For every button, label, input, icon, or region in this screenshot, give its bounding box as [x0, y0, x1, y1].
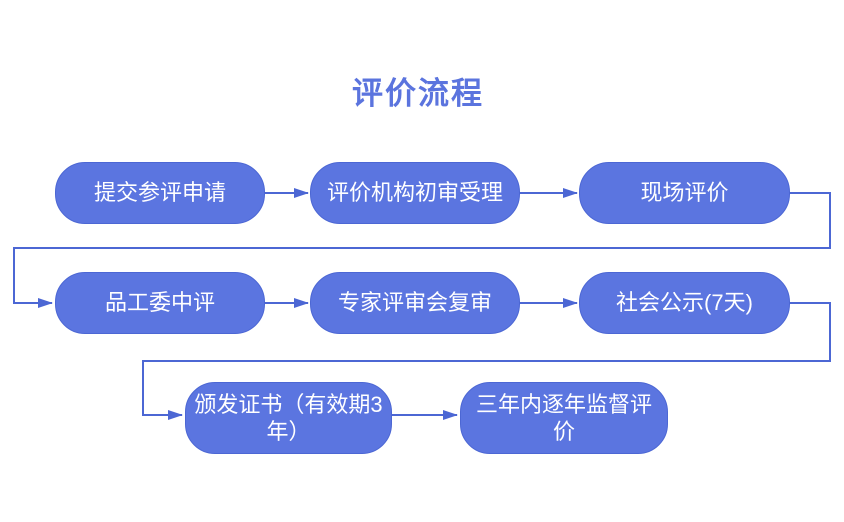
diagram-title: 评价流程 — [352, 76, 484, 111]
node-label: 三年内逐年监督评价 — [475, 391, 652, 445]
node-label: 社会公示(7天) — [616, 290, 753, 316]
node-label: 专家评审会复审 — [337, 290, 492, 316]
node-label: 提交参评申请 — [93, 180, 226, 206]
connector-onsite-to-mid-review — [13, 192, 831, 308]
flow-node-expert-panel-review: 专家评审会复审 — [310, 272, 520, 334]
node-label: 现场评价 — [640, 180, 729, 206]
flow-node-public-notice: 社会公示(7天) — [579, 272, 790, 334]
flow-node-annual-supervision: 三年内逐年监督评价 — [460, 382, 668, 454]
flow-node-issue-certificate: 颁发证书（有效期3年） — [185, 382, 392, 454]
node-label: 品工委中评 — [104, 290, 215, 316]
node-label: 评价机构初审受理 — [326, 180, 503, 206]
flow-node-submit-application: 提交参评申请 — [55, 162, 265, 224]
flow-node-committee-mid-review: 品工委中评 — [55, 272, 265, 334]
connector-public-notice-to-certificate — [142, 302, 831, 420]
flow-node-agency-initial-review: 评价机构初审受理 — [310, 162, 520, 224]
flow-node-onsite-evaluation: 现场评价 — [579, 162, 790, 224]
node-label: 颁发证书（有效期3年） — [194, 391, 383, 445]
